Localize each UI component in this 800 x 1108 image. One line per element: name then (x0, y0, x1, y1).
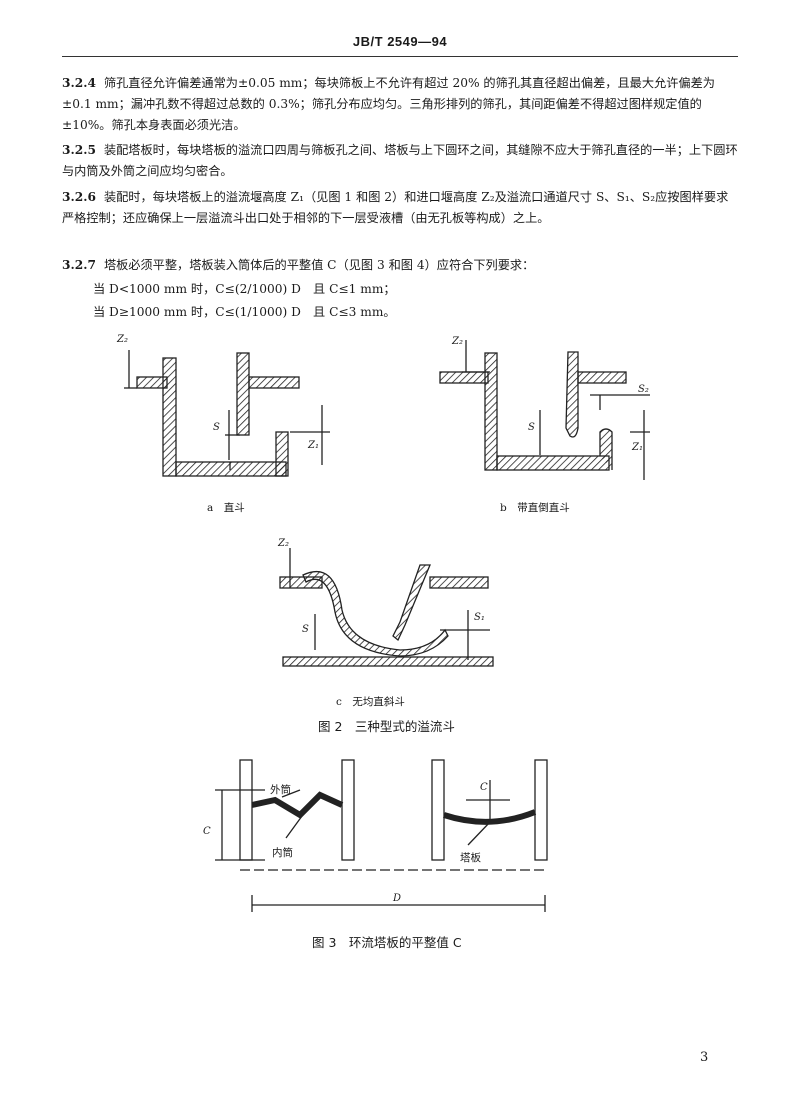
fig2b-s2-label: S₂ (638, 384, 649, 395)
fig3-caption: 图 3 环流塔板的平整值 C (312, 935, 462, 950)
para-text: 塔板必须平整，塔板装入筒体后的平整值 C（见图 3 和图 4）应符合下列要求： (103, 258, 535, 272)
fig2c-s1-label: S₁ (474, 612, 485, 623)
fig2b-s-label: S (528, 422, 535, 433)
para-text: 装配时，每块塔板上的溢流堰高度 Z₁（见图 1 和图 2）和进口堰高度 Z₂及溢… (62, 190, 729, 225)
fig2c-drawing (279, 548, 494, 667)
fig2c-subcaption: c 无均直斜斗 (336, 696, 405, 708)
fig2a-subcaption: a 直斗 (207, 502, 245, 514)
para-text: 装配塔板时，每块塔板的溢流口四周与筛板孔之间、塔板与上下圆环之间，其缝隙不应大于… (62, 143, 738, 178)
fig2b-z2-label: Z₂ (452, 336, 463, 347)
fig2a-z2-label: Z₂ (117, 334, 128, 345)
fig3-c-right-label: C (480, 782, 488, 793)
fig2b-z1-label: Z₁ (632, 442, 643, 453)
header-rule (62, 56, 738, 57)
para-number: 3.2.6 (62, 190, 96, 204)
fig3-outer-label: 外筒 (270, 784, 291, 796)
fig3-c-left-label: C (203, 826, 211, 837)
fig2a-s-label: S (213, 422, 220, 433)
fig2b-drawing (439, 340, 650, 480)
fig3-plate-label: 塔板 (460, 852, 481, 864)
fig2a-drawing (124, 350, 330, 477)
fig2a-z1-label: Z₁ (308, 440, 319, 451)
para-number: 3.2.7 (62, 258, 96, 272)
para-text: 筛孔直径允许偏差通常为±0.05 mm；每块筛板上不允许有超过 20% 的筛孔其… (62, 76, 715, 132)
condition-line-2: 当 D≥1000 mm 时，C≤(1/1000) D 且 C≤3 mm。 (93, 305, 396, 319)
page-number: 3 (700, 1050, 709, 1065)
page-header: JB/T 2549—94 (352, 34, 448, 49)
para-number: 3.2.4 (62, 76, 96, 90)
fig2b-subcaption: b 带直倒直斗 (500, 502, 570, 514)
para-number: 3.2.5 (62, 143, 96, 157)
fig3-inner-label: 内筒 (272, 847, 293, 859)
paragraph-3-2-7: 3.2.7 塔板必须平整，塔板装入筒体后的平整值 C（见图 3 和图 4）应符合下… (62, 255, 740, 276)
fig2-caption: 图 2 三种型式的溢流斗 (318, 719, 455, 734)
fig2c-s-label: S (302, 624, 309, 635)
fig3-d-label: D (393, 893, 402, 904)
condition-line-1: 当 D<1000 mm 时，C≤(2/1000) D 且 C≤1 mm； (93, 282, 396, 296)
fig3-drawing (215, 759, 548, 912)
fig2c-z2-label: Z₂ (278, 538, 289, 549)
